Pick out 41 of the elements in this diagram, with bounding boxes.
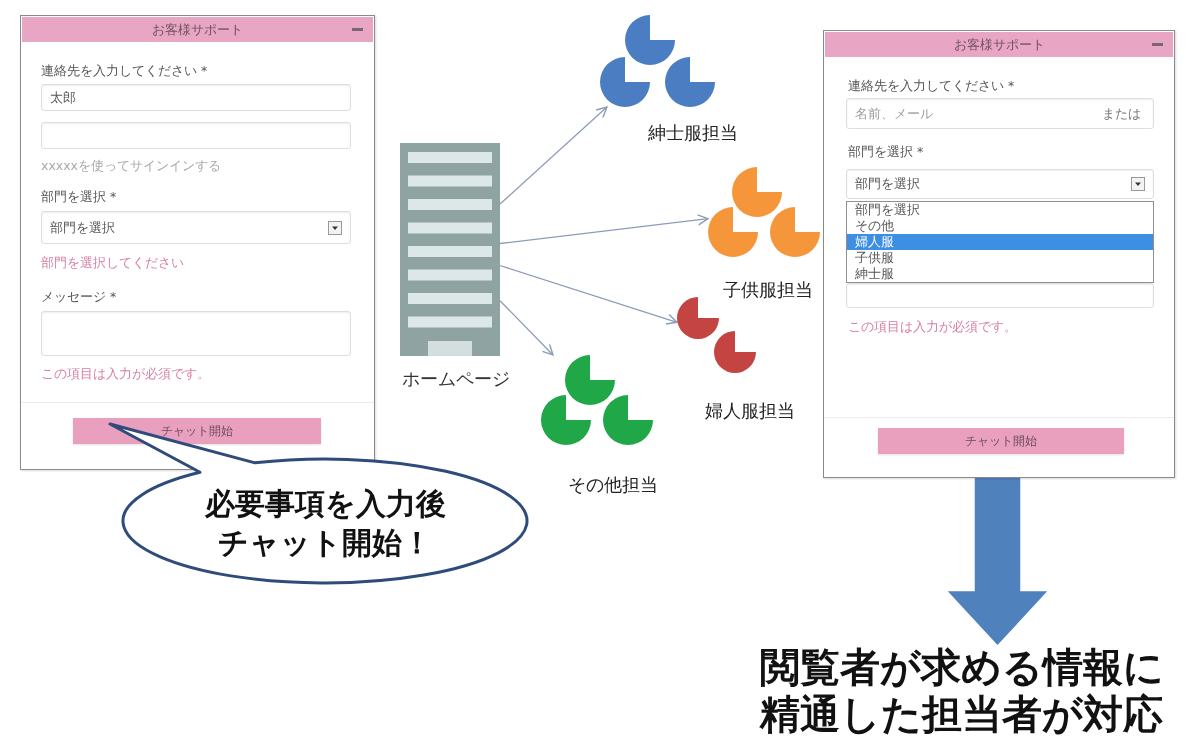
start-chat-button: チャット開始 <box>878 428 1124 454</box>
field-label: 連絡先を入力してください * <box>848 78 1015 94</box>
arrow <box>499 300 554 356</box>
widget-title: お客様サポート <box>152 21 243 38</box>
bubble-text: 必要事項を入力後チャット開始！ <box>203 485 447 562</box>
arrow <box>499 106 608 205</box>
start-chat-button: チャット開始 <box>73 418 321 444</box>
node-label: ホームページ <box>401 368 510 390</box>
widget-title: お客様サポート <box>953 36 1045 53</box>
field-label: 部門を選択 * <box>41 189 117 205</box>
block-arrow <box>947 477 1048 646</box>
message-textarea <box>41 311 351 356</box>
placeholder-text: 名前、メール <box>855 105 933 122</box>
name-input: 太郎 <box>41 84 351 111</box>
field-note: または <box>1102 105 1141 122</box>
department-select: 部門を選択 <box>41 211 351 244</box>
field-label: 部門を選択 * <box>848 144 924 160</box>
department-select: 部門を選択 <box>846 169 1154 199</box>
group-label: 子供服担当 <box>723 279 813 301</box>
dropdown-option: その他 <box>847 218 1153 234</box>
dropdown-option: 子供服 <box>847 250 1153 266</box>
contact-input <box>846 98 1154 129</box>
email-input <box>41 122 351 149</box>
validation-message: この項目は入力が必須です。 <box>848 319 1017 335</box>
arrow <box>499 214 709 245</box>
sign-in-text: xxxxxを使ってサインインする <box>41 158 221 174</box>
field-label: メッセージ * <box>41 289 117 305</box>
dropdown-option: 婦人服 <box>847 234 1153 250</box>
dropdown-option: 部門を選択 <box>847 202 1153 218</box>
dropdown-list <box>846 201 1154 283</box>
group-label: 婦人服担当 <box>705 400 795 422</box>
message-textarea <box>846 283 1154 308</box>
field-label: 連絡先を入力してください * <box>41 63 208 79</box>
validation-message: この項目は入力が必須です。 <box>41 366 210 382</box>
arrow <box>499 264 678 325</box>
validation-message: 部門を選択してください <box>41 255 184 271</box>
group-label: その他担当 <box>568 474 658 496</box>
group-label: 紳士服担当 <box>648 122 738 144</box>
chat-widget-panel <box>823 30 1175 478</box>
conclusion-text: 閲覧者が求める情報に精通した担当者が対応 <box>760 644 1172 739</box>
dropdown-option: 紳士服 <box>847 266 1153 282</box>
